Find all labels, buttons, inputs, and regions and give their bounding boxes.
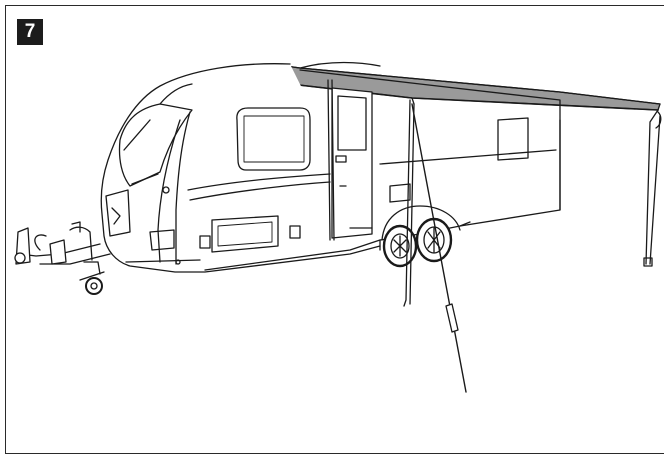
- step-number-badge: 7: [17, 19, 43, 45]
- awning-canopy: [285, 61, 661, 111]
- figure-frame: [5, 5, 664, 454]
- awning-support-poles: [327, 79, 662, 393]
- a-frame-hitch: [14, 221, 201, 295]
- wheels: [382, 217, 453, 268]
